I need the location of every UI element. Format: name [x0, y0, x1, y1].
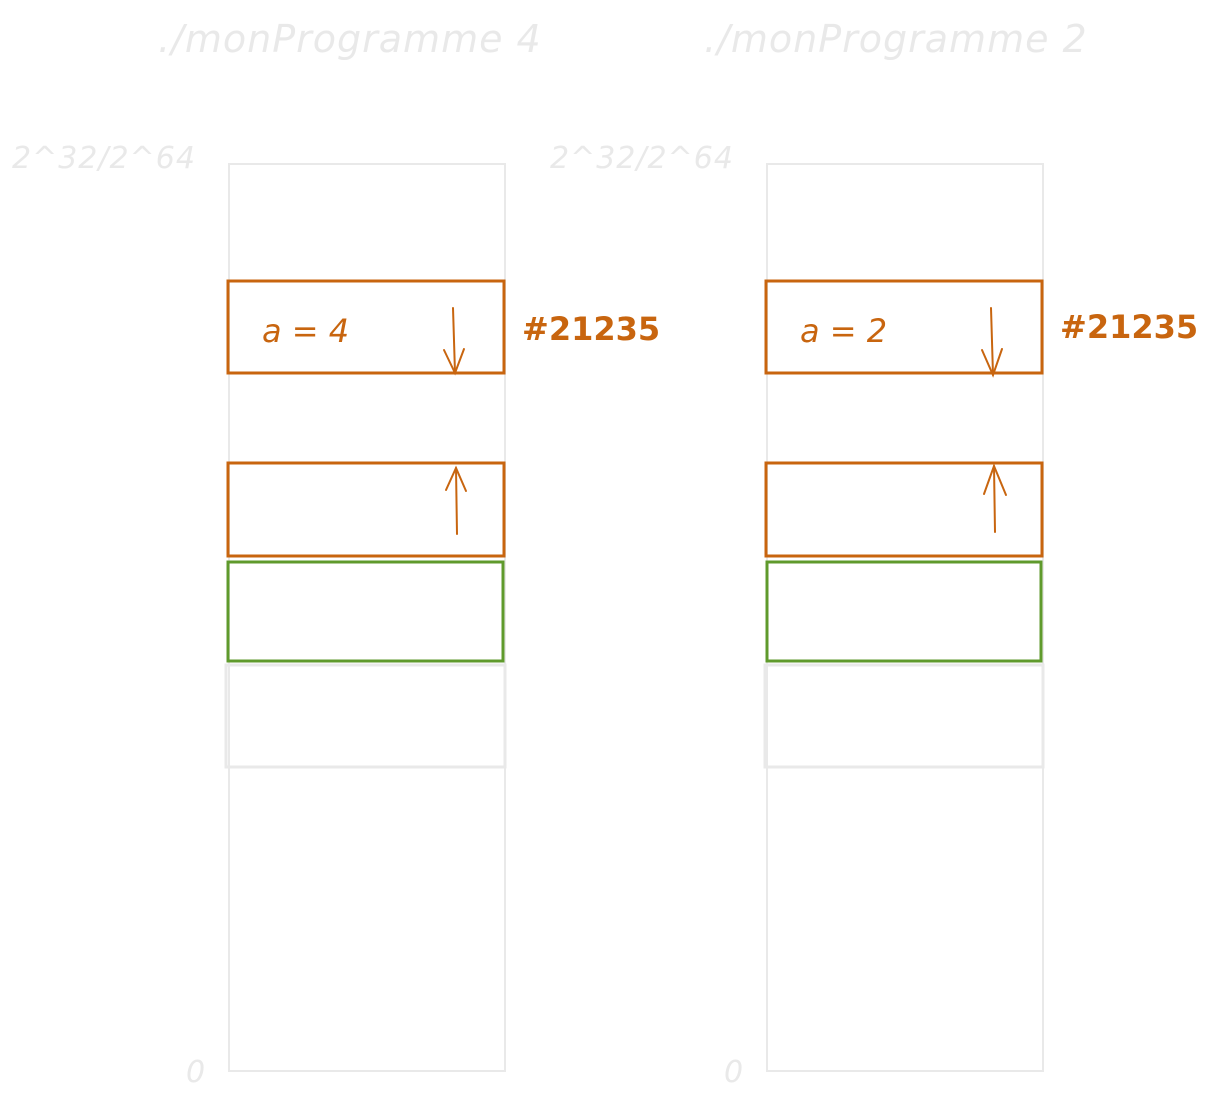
program-right: ./monProgramme 2 2^32/2^64 0 a = 2 #2123…: [550, 17, 1198, 1090]
address-label: #21235: [522, 310, 660, 348]
memory-column: [228, 163, 506, 1072]
stack-segment: [226, 279, 506, 375]
arrow-down-icon: [443, 307, 465, 376]
heap-segment: [764, 461, 1044, 558]
memory-bottom-label: 0: [724, 1055, 744, 1090]
data-segment: [765, 560, 1043, 663]
stack-segment: [764, 279, 1044, 375]
data-segment: [226, 560, 505, 663]
memory-top-label: 2^32/2^64: [12, 141, 196, 176]
variable-label: a = 2: [800, 312, 887, 350]
arrow-down-icon: [981, 307, 1003, 378]
heap-segment: [226, 461, 506, 558]
arrow-up-icon: [983, 463, 1007, 533]
address-label: #21235: [1060, 308, 1198, 346]
arrow-up-icon: [445, 465, 467, 535]
variable-label: a = 4: [262, 312, 349, 350]
program-left: ./monProgramme 4 2^32/2^64 0 a = 4 #2123…: [12, 17, 660, 1090]
text-segment: [763, 663, 1045, 769]
program-title: ./monProgramme 2: [704, 17, 1088, 61]
program-title: ./monProgramme 4: [158, 17, 542, 61]
memory-column: [766, 163, 1044, 1072]
memory-top-label: 2^32/2^64: [550, 141, 734, 176]
memory-bottom-label: 0: [186, 1055, 206, 1090]
text-segment: [224, 663, 507, 769]
